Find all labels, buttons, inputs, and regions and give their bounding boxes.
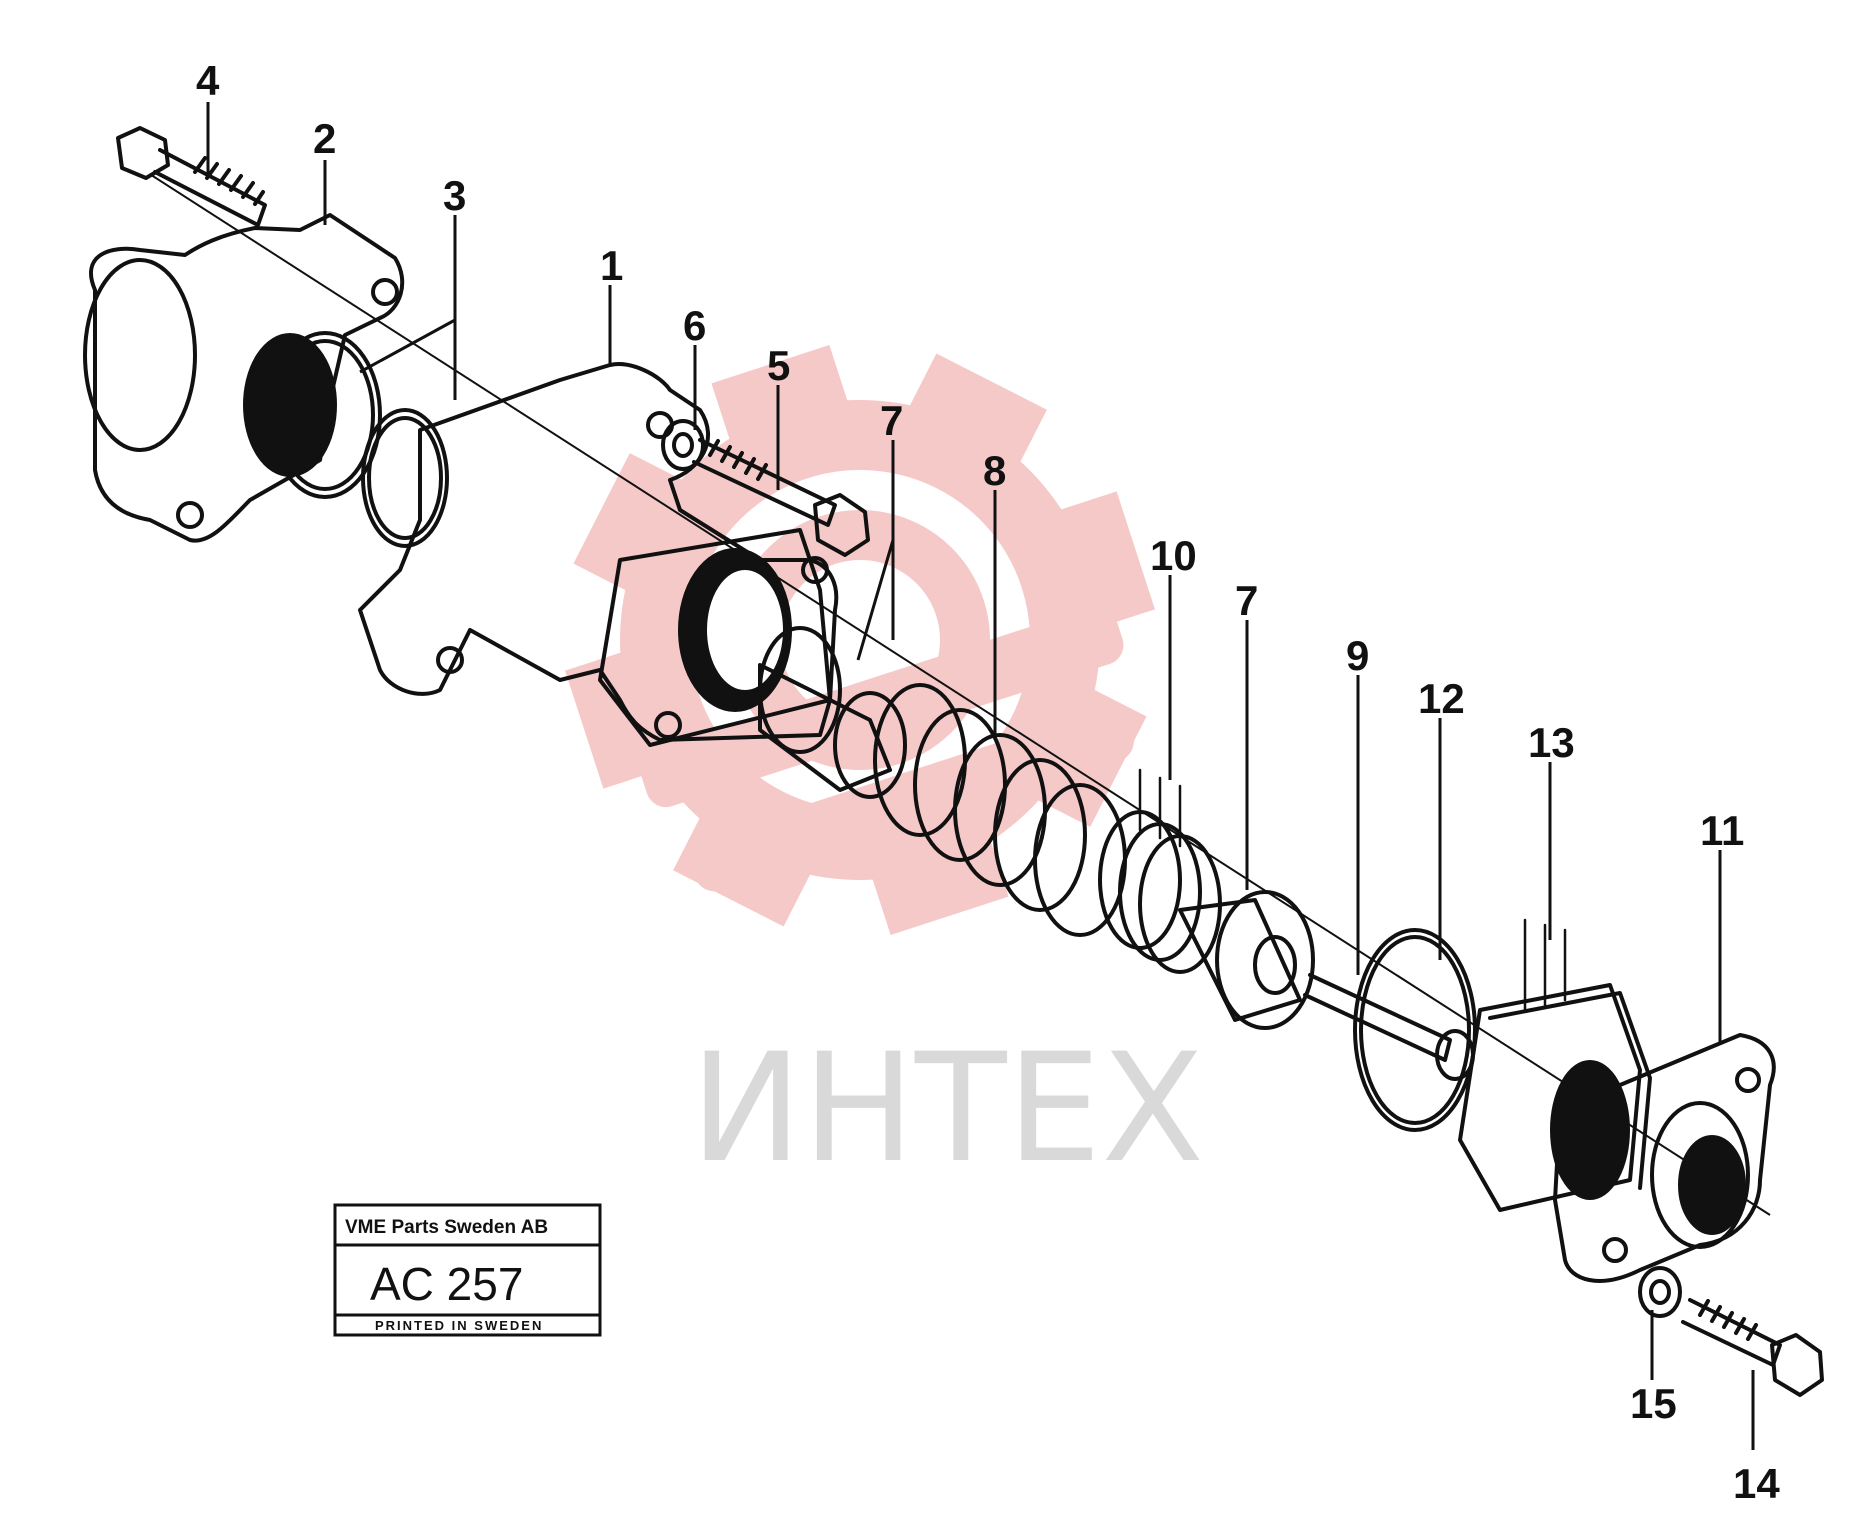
assembly-axis [119,154,1771,1216]
title-box: VME Parts Sweden AB AC 257 PRINTED IN SW… [333,1203,602,1337]
part-label-5: 5 [767,342,790,389]
washer-part-15 [1638,1266,1682,1318]
end-cover-part-2 [83,213,405,543]
title-box-footer: PRINTED IN SWEDEN [375,1318,543,1333]
part-label-7-a: 7 [880,397,903,444]
bolt-part-4 [116,126,267,227]
part-label-1: 1 [600,242,623,289]
part-label-4: 4 [196,57,220,104]
part-label-8: 8 [983,447,1006,494]
shims-part-10 [1098,768,1222,974]
part-label-2: 2 [313,115,336,162]
part-label-3: 3 [443,172,466,219]
part-label-14: 14 [1733,1460,1780,1507]
watermark-gear-logo [565,345,1155,935]
part-label-6: 6 [683,302,706,349]
washer-part-6 [661,419,705,471]
title-box-code: AC 257 [370,1258,523,1310]
title-box-company: VME Parts Sweden AB [345,1217,548,1238]
part-label-9: 9 [1346,632,1369,679]
part-label-12: 12 [1418,675,1465,722]
bolt-part-5 [692,438,870,557]
watermark-text: ИНТЕХ [690,1022,1204,1196]
plunger-part-9 [1303,973,1475,1081]
part-label-11: 11 [1700,807,1744,854]
part-label-10: 10 [1150,532,1197,579]
part-label-7-b: 7 [1235,577,1258,624]
part-label-13: 13 [1528,719,1575,766]
o-ring-part-3 [268,331,449,548]
end-cover-part-11 [1550,1033,1776,1283]
piston-part-7 [758,626,907,799]
bolt-part-14 [1681,1298,1824,1397]
spring-guide-part-7 [1178,890,1315,1030]
gasket-part-13 [1458,918,1652,1212]
part-label-15: 15 [1630,1380,1677,1427]
leader-lines [206,102,1755,1450]
